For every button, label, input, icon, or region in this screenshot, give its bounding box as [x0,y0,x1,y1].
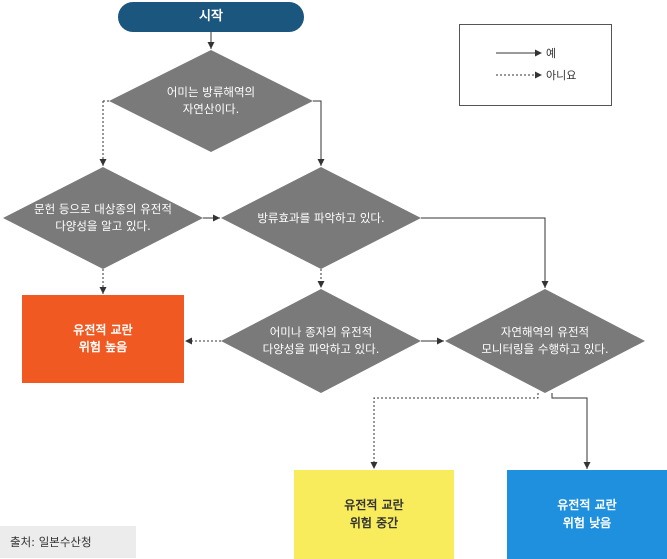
start-node: 시작 [118,2,304,32]
edge-d3-to-d5-yes [421,217,549,288]
start-label: 시작 [199,8,223,24]
decision-d3-label: 방류효과를 파악하고 있다. [257,210,385,225]
outcome-low-risk: 유전적 교란 위험 낮음 [507,470,667,559]
source-caption: 출처: 일본수산청 [0,526,136,558]
legend-yes: 예 [496,45,556,61]
legend-no-label: 아니요 [546,69,577,82]
legend: 예 아니요 [459,24,612,106]
decision-diamond-d3 [221,167,421,269]
decision-d1: 어미는 방류해역의 자연산이다. [129,80,293,122]
dotted-arrow-icon [496,71,542,79]
decision-d4: 어미나 종자의 유전적 다양성을 파악하고 있다. [241,320,401,362]
outcome-mid-label: 유전적 교란 위험 중간 [344,498,404,530]
decision-d3: 방류효과를 파악하고 있다. [236,207,406,229]
outcome-high-label: 유전적 교란 위험 높음 [73,322,133,354]
outcome-mid-risk: 유전적 교란 위험 중간 [294,470,454,559]
edge-d1-to-d3-yes [313,100,325,166]
decision-diamond-d1 [109,50,313,152]
decision-d2-label: 문헌 등으로 대상종의 유전적 다양성을 알고 있다. [34,202,172,233]
legend-yes-label: 예 [546,47,557,60]
decision-d2: 문헌 등으로 대상종의 유전적 다양성을 알고 있다. [13,197,193,239]
outcome-low-label: 유전적 교란 위험 낮음 [557,498,617,530]
decision-d5: 자연해역의 유전적 모니터링을 수행하고 있다. [460,320,630,362]
decision-d1-label: 어미는 방류해역의 자연산이다. [166,85,256,116]
decision-d5-label: 자연해역의 유전적 모니터링을 수행하고 있다. [481,325,609,356]
edge-d5-to-mid-no [370,393,539,469]
legend-no: 아니요 [496,67,576,83]
decision-diamond-d5 [445,289,645,393]
decision-diamond-d2 [3,167,203,269]
solid-arrow-icon [496,49,542,57]
decision-diamond-d4 [221,289,421,393]
source-text: 출처: 일본수산청 [10,535,92,549]
outcome-high-risk: 유전적 교란 위험 높음 [22,295,184,383]
decision-d4-label: 어미나 종자의 유전적 다양성을 파악하고 있다. [262,325,380,356]
edge-d5-to-low-yes [551,393,591,469]
